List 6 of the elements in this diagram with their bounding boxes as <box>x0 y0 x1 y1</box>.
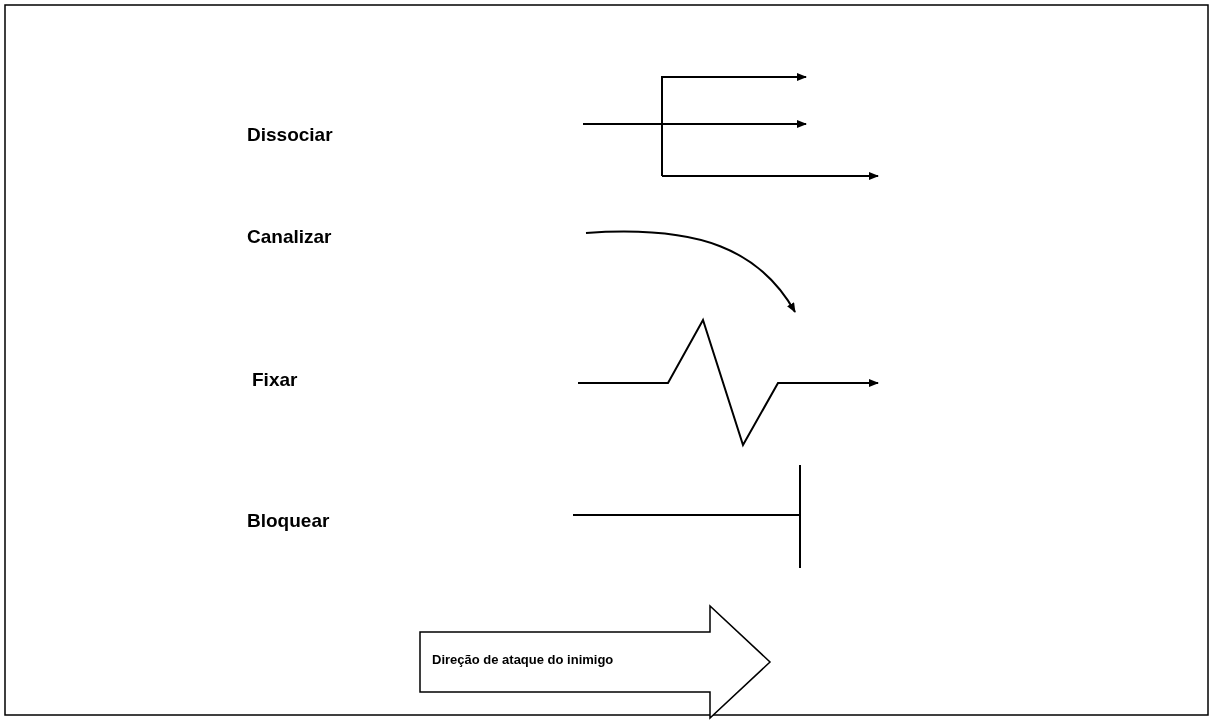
symbol-name-label: Fixar <box>252 369 298 391</box>
symbol-name-label: Bloquear <box>247 510 330 532</box>
block-arrow <box>418 604 772 720</box>
symbol-name-label: Canalizar <box>247 226 332 248</box>
arrow-caption: Direção de ataque do inimigo <box>432 652 614 667</box>
symbol-name-label: Dissociar <box>247 124 333 146</box>
